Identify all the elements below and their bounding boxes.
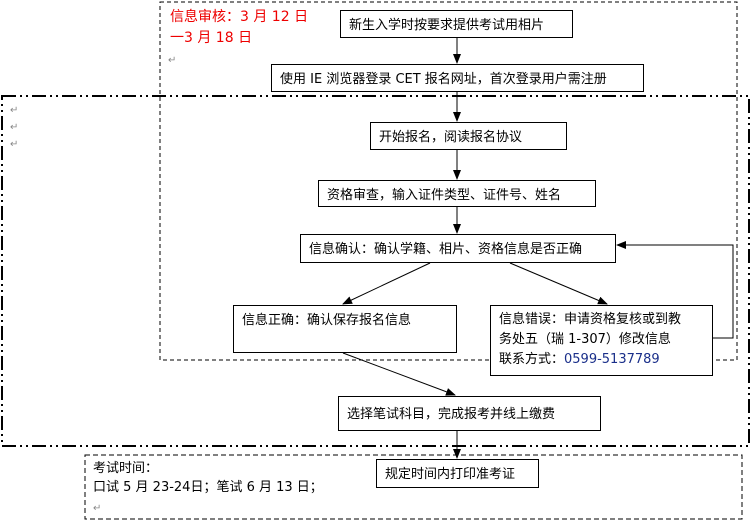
- paragraph-mark: ↵: [93, 503, 102, 514]
- paragraph-mark: ↵: [10, 139, 19, 150]
- paragraph-mark: ↵: [10, 122, 19, 133]
- arrow-6-8: [342, 352, 456, 396]
- step-start-registration: 开始报名，阅读报名协议: [370, 122, 567, 150]
- step-select-subject-pay: 选择笔试科目，完成报考并线上缴费: [338, 396, 601, 431]
- step-info-confirm: 信息确认：确认学籍、相片、资格信息是否正确: [300, 234, 616, 263]
- contact-phone: 0599-5137789: [564, 352, 660, 367]
- arrow-5-7: [509, 262, 608, 305]
- contact-label: 联系方式：: [499, 352, 565, 367]
- arrow-5-6: [342, 262, 431, 305]
- review-period-region: [159, 1, 738, 361]
- step-info-correct: 信息正确：确认保存报名信息: [233, 305, 457, 353]
- paragraph-mark: ↵: [10, 105, 19, 116]
- step-qualification-check: 资格审查，输入证件类型、证件号、姓名: [318, 180, 596, 207]
- review-date-line2: 一3 月 18 日: [170, 30, 253, 46]
- info-error-line2: 务处五（瑞 1-307）修改信息: [499, 332, 671, 347]
- info-error-line1: 信息错误：申请资格复核或到教: [499, 312, 682, 327]
- review-date-line1: 信息审核：3 月 12 日: [170, 9, 309, 25]
- step-print-admission-ticket: 规定时间内打印准考证: [376, 459, 539, 488]
- step-login-register: 使用 IE 浏览器登录 CET 报名网址，首次登录用户需注册: [271, 64, 644, 92]
- online-registration-region: [1, 95, 750, 447]
- step-info-error: 信息错误：申请资格复核或到教 务处五（瑞 1-307）修改信息 联系方式：059…: [490, 305, 713, 376]
- exam-time-detail: 口试 5 月 23-24日；笔试 6 月 13 日；: [93, 480, 323, 495]
- paragraph-mark: ↵: [168, 55, 177, 66]
- info-error-contact: 联系方式：0599-5137789: [499, 350, 704, 370]
- exam-time-region: [84, 454, 743, 520]
- exam-time-label: 考试时间：: [93, 461, 159, 476]
- arrow-7-5-feedback: [616, 241, 734, 339]
- step-provide-photo: 新生入学时按要求提供考试用相片: [340, 10, 573, 38]
